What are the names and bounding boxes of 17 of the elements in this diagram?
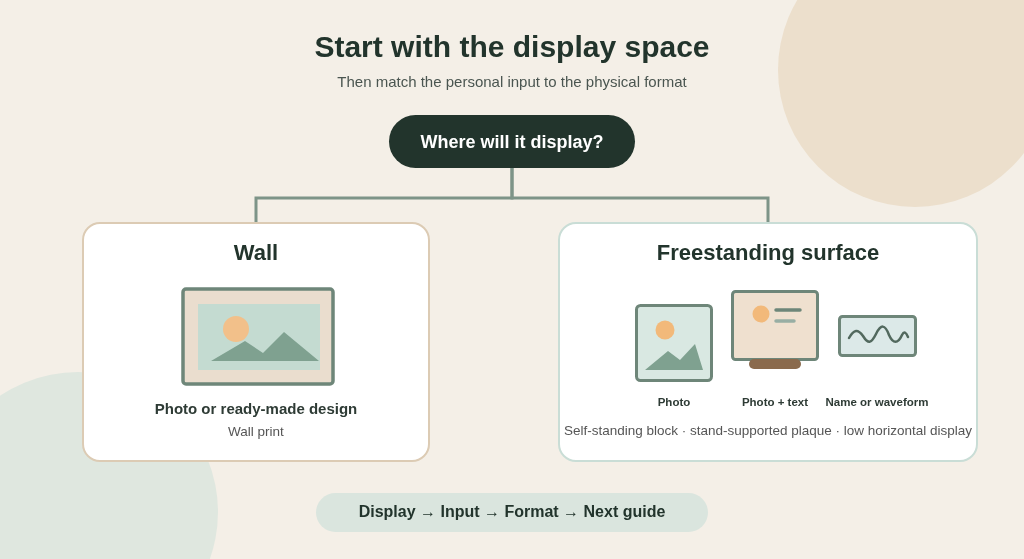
decision-pill (389, 115, 635, 168)
card-heading: Freestanding surface (656, 240, 880, 266)
category-card (82, 222, 430, 462)
node-label: Where will it display? (420, 132, 604, 153)
category-card (558, 222, 978, 462)
connector-line (510, 168, 770, 222)
product-type: Wall print (228, 424, 284, 439)
icon-caption: Name or waveform (825, 396, 929, 408)
icon-caption: Photo (657, 396, 691, 408)
product-types: Self-standing block · stand-supported plaque · low horizontal display (563, 423, 973, 438)
option-title: Photo or ready-made design (154, 400, 358, 417)
subtitle: Then match the personal input to the physical format (337, 73, 687, 90)
step-sequence: Display → Input → Format → Next guide (358, 503, 666, 521)
card-heading: Wall (233, 240, 279, 266)
title: Start with the display space (313, 30, 711, 64)
process-pill (316, 493, 708, 532)
icon-caption: Photo + text (741, 396, 809, 408)
